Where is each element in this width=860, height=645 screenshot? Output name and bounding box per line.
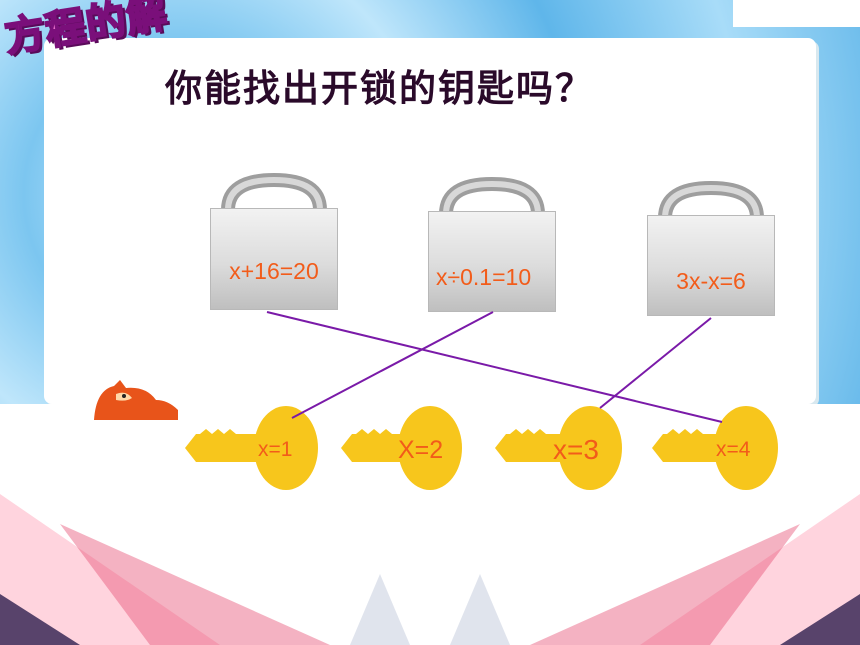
lock-body <box>647 215 775 316</box>
key-4[interactable] <box>652 406 778 490</box>
lock-1[interactable]: x+16=20 <box>210 172 338 310</box>
question-text: 你能找出开锁的钥匙吗？ <box>165 67 594 110</box>
key-3[interactable] <box>495 406 622 490</box>
key-label-4: x=4 <box>716 438 751 461</box>
lock-shackle <box>658 180 764 240</box>
lock-equation: 3x-x=6 <box>676 268 746 294</box>
fox-mascot <box>94 380 178 420</box>
lock-equation: x+16=20 <box>229 258 319 284</box>
floor-rays <box>0 494 860 645</box>
lock-shackle <box>439 176 545 236</box>
key-2[interactable] <box>341 406 462 490</box>
key-label-3: x=3 <box>553 434 599 465</box>
lock-2[interactable]: x÷0.1=10 <box>428 176 556 312</box>
key-label-1: x=1 <box>258 438 293 461</box>
lock-body <box>210 207 338 310</box>
keys-layer <box>185 406 778 490</box>
lock-shackle <box>221 172 327 232</box>
lock-3[interactable]: 3x-x=6 <box>647 180 775 316</box>
key-label-2: X=2 <box>398 436 444 464</box>
top-corner-panel <box>733 0 860 27</box>
key-1[interactable] <box>185 406 318 490</box>
lock-body <box>428 211 556 312</box>
lock-equation: x÷0.1=10 <box>436 264 532 290</box>
